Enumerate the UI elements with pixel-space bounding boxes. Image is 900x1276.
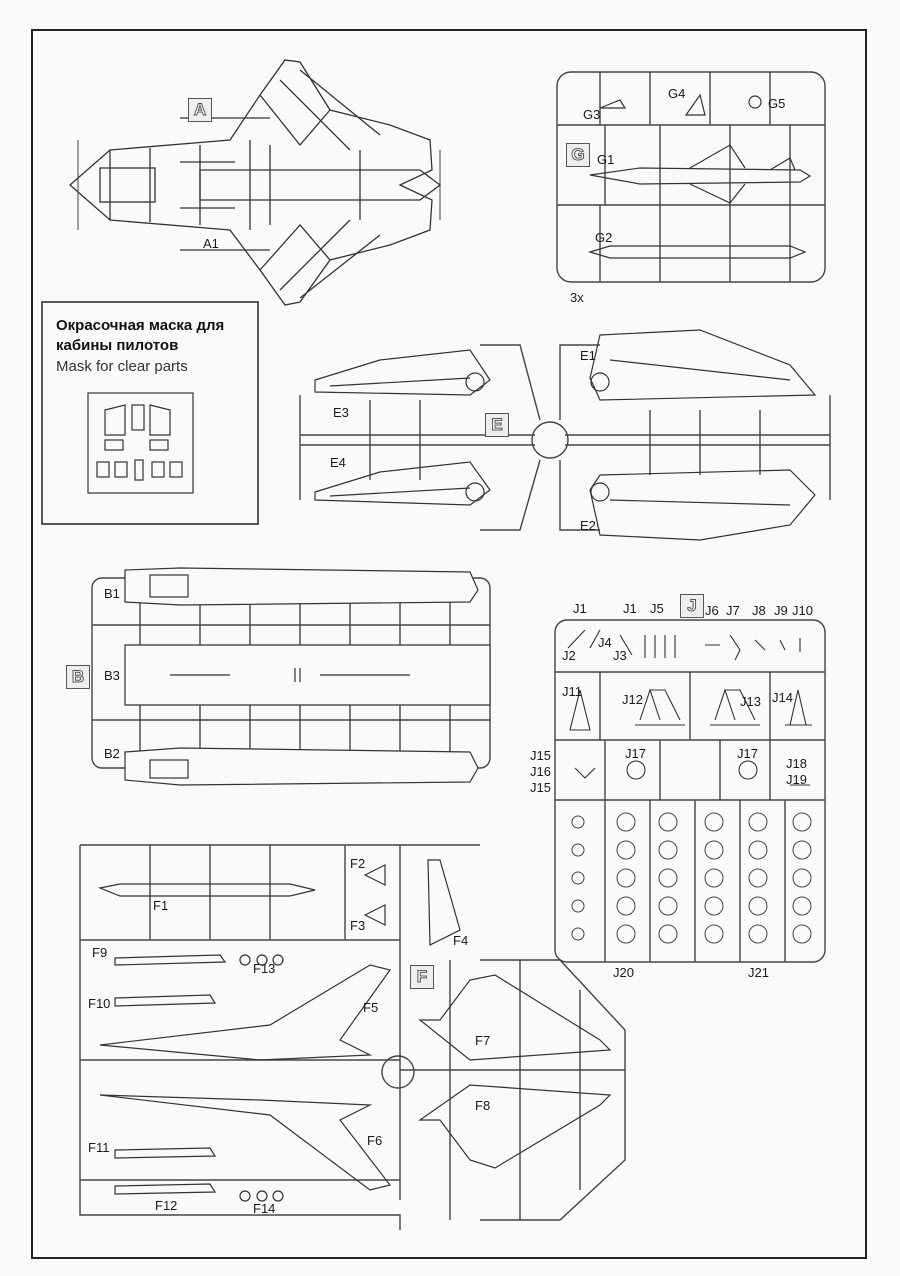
part-b-drawings <box>124 567 491 786</box>
part-label-j1-b: J1 <box>623 601 637 616</box>
part-j-drawings <box>567 629 812 786</box>
sprue-g-frame <box>556 71 826 283</box>
sprue-a-runner <box>77 140 441 230</box>
sprue-a-letter: A <box>188 98 212 122</box>
part-label-g5: G5 <box>768 96 786 111</box>
wheel-grid <box>571 812 812 944</box>
part-f-drawings <box>97 859 612 1202</box>
part-label-j3: J3 <box>613 648 627 663</box>
part-label-j8: J8 <box>752 603 766 618</box>
part-label-f6: F6 <box>367 1133 383 1148</box>
part-label-j17-a: J17 <box>625 746 646 761</box>
part-label-e2: E2 <box>580 518 596 533</box>
part-label-j4: J4 <box>598 635 612 650</box>
part-label-g4: G4 <box>668 86 686 101</box>
part-label-g3: G3 <box>583 107 601 122</box>
part-label-j16: J16 <box>530 764 551 779</box>
part-label-j18: J18 <box>786 756 807 771</box>
part-label-f7: F7 <box>475 1033 491 1048</box>
part-label-f11: F11 <box>88 1140 110 1155</box>
part-label-j14: J14 <box>772 690 793 705</box>
sprue-f-letter: F <box>410 965 434 989</box>
part-label-f4: F4 <box>453 933 469 948</box>
mask-drawing <box>87 392 194 494</box>
part-label-a1: A1 <box>203 236 219 251</box>
part-label-j13: J13 <box>740 694 761 709</box>
sprue-e-letter: E <box>485 413 509 437</box>
part-label-j15-a: J15 <box>530 748 551 763</box>
part-label-j19: J19 <box>786 772 807 787</box>
part-label-f14: F14 <box>253 1201 276 1216</box>
sprue-g-letter: G <box>566 143 590 167</box>
sprue-g-quantity: 3x <box>570 290 584 305</box>
part-label-f5: F5 <box>363 1000 379 1015</box>
part-label-f1: F1 <box>153 898 169 913</box>
sprue-f-frame <box>79 844 626 1230</box>
part-label-f13: F13 <box>253 961 276 976</box>
part-a1-drawing <box>69 59 442 306</box>
sprue-b-letter: B <box>66 665 90 689</box>
part-label-j1-a: J1 <box>573 601 587 616</box>
part-g-drawings <box>587 93 812 259</box>
part-label-j10: J10 <box>792 603 813 618</box>
part-label-j11: J11 <box>562 684 582 699</box>
part-label-g1: G1 <box>597 152 615 167</box>
part-label-j9: J9 <box>774 603 788 618</box>
part-label-j5: J5 <box>650 601 664 616</box>
part-label-b2: B2 <box>104 746 120 761</box>
sprue-e-frame <box>299 344 831 531</box>
part-label-f2: F2 <box>350 856 366 871</box>
part-label-f3: F3 <box>350 918 366 933</box>
mask-box-border <box>41 301 259 525</box>
part-label-j12: J12 <box>622 692 643 707</box>
part-label-g2: G2 <box>595 230 613 245</box>
part-label-f8: F8 <box>475 1098 491 1113</box>
sprue-j-letter: J <box>680 594 704 618</box>
sprue-j-frame <box>554 619 826 963</box>
part-label-f10: F10 <box>88 996 111 1011</box>
part-label-j7: J7 <box>726 603 740 618</box>
part-label-e1: E1 <box>580 348 596 363</box>
part-label-e4: E4 <box>330 455 346 470</box>
part-label-j2: J2 <box>562 648 576 663</box>
part-label-j15-b: J15 <box>530 780 551 795</box>
part-label-f9: F9 <box>92 945 108 960</box>
part-label-b3: B3 <box>104 668 120 683</box>
mask-title-en: Mask for clear parts <box>56 358 188 375</box>
mask-title-ru: Окрасочная маска для кабины пилотов <box>56 317 225 354</box>
part-label-e3: E3 <box>333 405 349 420</box>
part-label-f12: F12 <box>155 1198 178 1213</box>
part-label-j21: J21 <box>748 965 769 980</box>
page-frame <box>31 29 867 1259</box>
part-label-j20: J20 <box>613 965 634 980</box>
part-label-j17-b: J17 <box>737 746 758 761</box>
part-label-b1: B1 <box>104 586 120 601</box>
part-e-drawings <box>314 329 817 541</box>
part-label-j6: J6 <box>705 603 719 618</box>
